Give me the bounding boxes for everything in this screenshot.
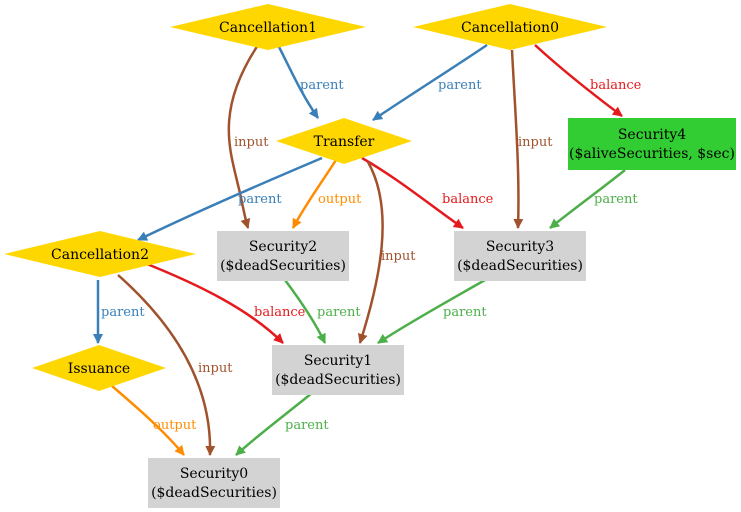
box-shape	[568, 118, 736, 170]
node-security4[interactable]: Security4 ($aliveSecurities, $sec)	[568, 118, 736, 170]
box-shape	[148, 458, 280, 508]
box-shape	[217, 231, 349, 281]
edge-cancellation1-security2	[227, 44, 260, 229]
node-security0[interactable]: Security0 ($deadSecurities)	[148, 458, 280, 508]
node-label: Transfer	[314, 134, 375, 150]
node-cancellation0[interactable]: Cancellation0	[413, 4, 607, 50]
node-label-line2: ($deadSecurities)	[457, 258, 583, 274]
edge-transfer-security3	[361, 156, 464, 230]
edges	[93, 43, 626, 456]
edge-cancellation2-security1	[141, 260, 284, 344]
edge-label-transfer-cancellation2: parent	[238, 192, 282, 207]
edge-label-security2-security1: parent	[317, 305, 361, 320]
node-cancellation2[interactable]: Cancellation2	[4, 231, 196, 277]
edge-cancellation2-security0	[117, 274, 216, 456]
edge-labels: parent parent balance input input parent…	[101, 78, 642, 433]
edge-cancellation1-transfer	[276, 44, 320, 119]
edge-cancellation0-security4	[534, 44, 623, 117]
edge-security4-security3	[549, 169, 626, 229]
edge-label-security3-security1: parent	[443, 305, 487, 320]
node-label: Issuance	[68, 361, 130, 377]
node-label-line1: Security3	[486, 239, 554, 255]
edge-transfer-cancellation2	[137, 156, 323, 242]
diamond-shape	[276, 118, 412, 164]
edge-cancellation0-security3	[510, 49, 524, 229]
diamond-shape	[413, 4, 607, 50]
edge-label-cancellation1-security2: input	[234, 135, 269, 150]
node-label-line1: Security0	[180, 466, 248, 482]
edge-label-cancellation2-issuance: parent	[101, 305, 145, 320]
node-security3[interactable]: Security3 ($deadSecurities)	[454, 231, 586, 281]
edge-issuance-security0	[111, 385, 185, 456]
node-label-line2: ($deadSecurities)	[220, 258, 346, 274]
node-security1[interactable]: Security1 ($deadSecurities)	[272, 345, 404, 395]
edge-label-cancellation0-transfer: parent	[438, 78, 482, 93]
edge-label-cancellation1-transfer: parent	[300, 78, 344, 93]
edge-security2-security1	[283, 279, 327, 344]
node-label-line1: Security2	[249, 239, 317, 255]
edge-security1-security0	[235, 392, 313, 456]
edge-label-transfer-security3: balance	[442, 192, 494, 207]
node-label-line1: Security1	[304, 353, 372, 369]
node-security2[interactable]: Security2 ($deadSecurities)	[217, 231, 349, 281]
node-label: Cancellation0	[461, 20, 559, 36]
node-label: Cancellation1	[219, 20, 317, 36]
node-label-line2: ($aliveSecurities, $sec)	[569, 146, 735, 162]
edge-label-issuance-security0: output	[153, 418, 197, 433]
edge-label-transfer-security1: input	[381, 249, 416, 264]
diamond-shape	[32, 345, 166, 391]
nodes: Cancellation1 Cancellation0 Transfer Sec…	[4, 4, 736, 508]
edge-cancellation0-transfer	[372, 43, 488, 122]
node-cancellation1[interactable]: Cancellation1	[170, 4, 366, 50]
edge-transfer-security1	[357, 161, 384, 344]
edge-transfer-security2	[291, 159, 338, 229]
edge-label-cancellation2-security1: balance	[254, 305, 306, 320]
node-label: Cancellation2	[51, 247, 149, 263]
box-shape	[272, 345, 404, 395]
node-transfer[interactable]: Transfer	[276, 118, 412, 164]
edge-label-cancellation0-security3: input	[518, 135, 553, 150]
diamond-shape	[170, 4, 366, 50]
edge-label-cancellation2-security0: input	[198, 361, 233, 376]
edge-label-cancellation0-security4: balance	[590, 78, 642, 93]
box-shape	[454, 231, 586, 281]
node-label-line2: ($deadSecurities)	[275, 372, 401, 388]
node-label-line1: Security4	[618, 127, 686, 143]
edge-label-security4-security3: parent	[594, 192, 638, 207]
diamond-shape	[4, 231, 196, 277]
edge-label-security1-security0: parent	[285, 418, 329, 433]
node-issuance[interactable]: Issuance	[32, 345, 166, 391]
edge-label-transfer-security2: output	[318, 192, 362, 207]
edge-security3-security1	[377, 278, 486, 345]
node-label-line2: ($deadSecurities)	[151, 485, 277, 501]
